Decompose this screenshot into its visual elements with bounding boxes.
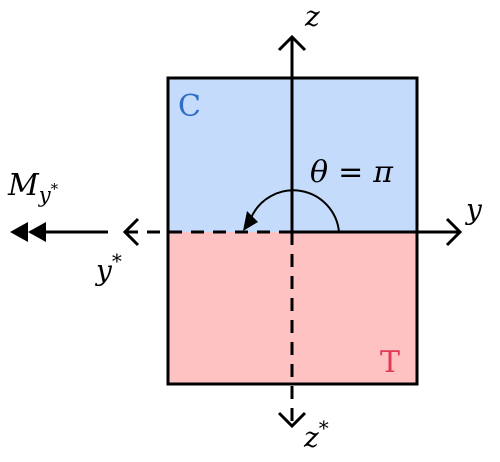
compression-label: C — [178, 89, 201, 124]
tension-label: T — [380, 345, 400, 380]
y-axis-label: y — [464, 193, 483, 226]
moment-arrowhead-inner — [28, 222, 46, 242]
moment-arrowhead-outer — [10, 222, 28, 242]
theta-arc — [250, 189, 340, 233]
y-star-axis-arrowhead — [122, 217, 140, 247]
y-axis-arrowhead — [445, 217, 463, 247]
z-star-axis-arrowhead — [277, 411, 307, 429]
theta-arc-arrowhead — [243, 211, 258, 231]
theta-label: θ=π — [310, 155, 394, 190]
z-axis-arrowhead — [277, 34, 307, 52]
z-axis-label: z — [304, 0, 320, 33]
moment-label: My* — [7, 168, 59, 207]
y-star-axis-label: y* — [94, 249, 122, 287]
z-star-axis-label: z* — [303, 416, 329, 454]
